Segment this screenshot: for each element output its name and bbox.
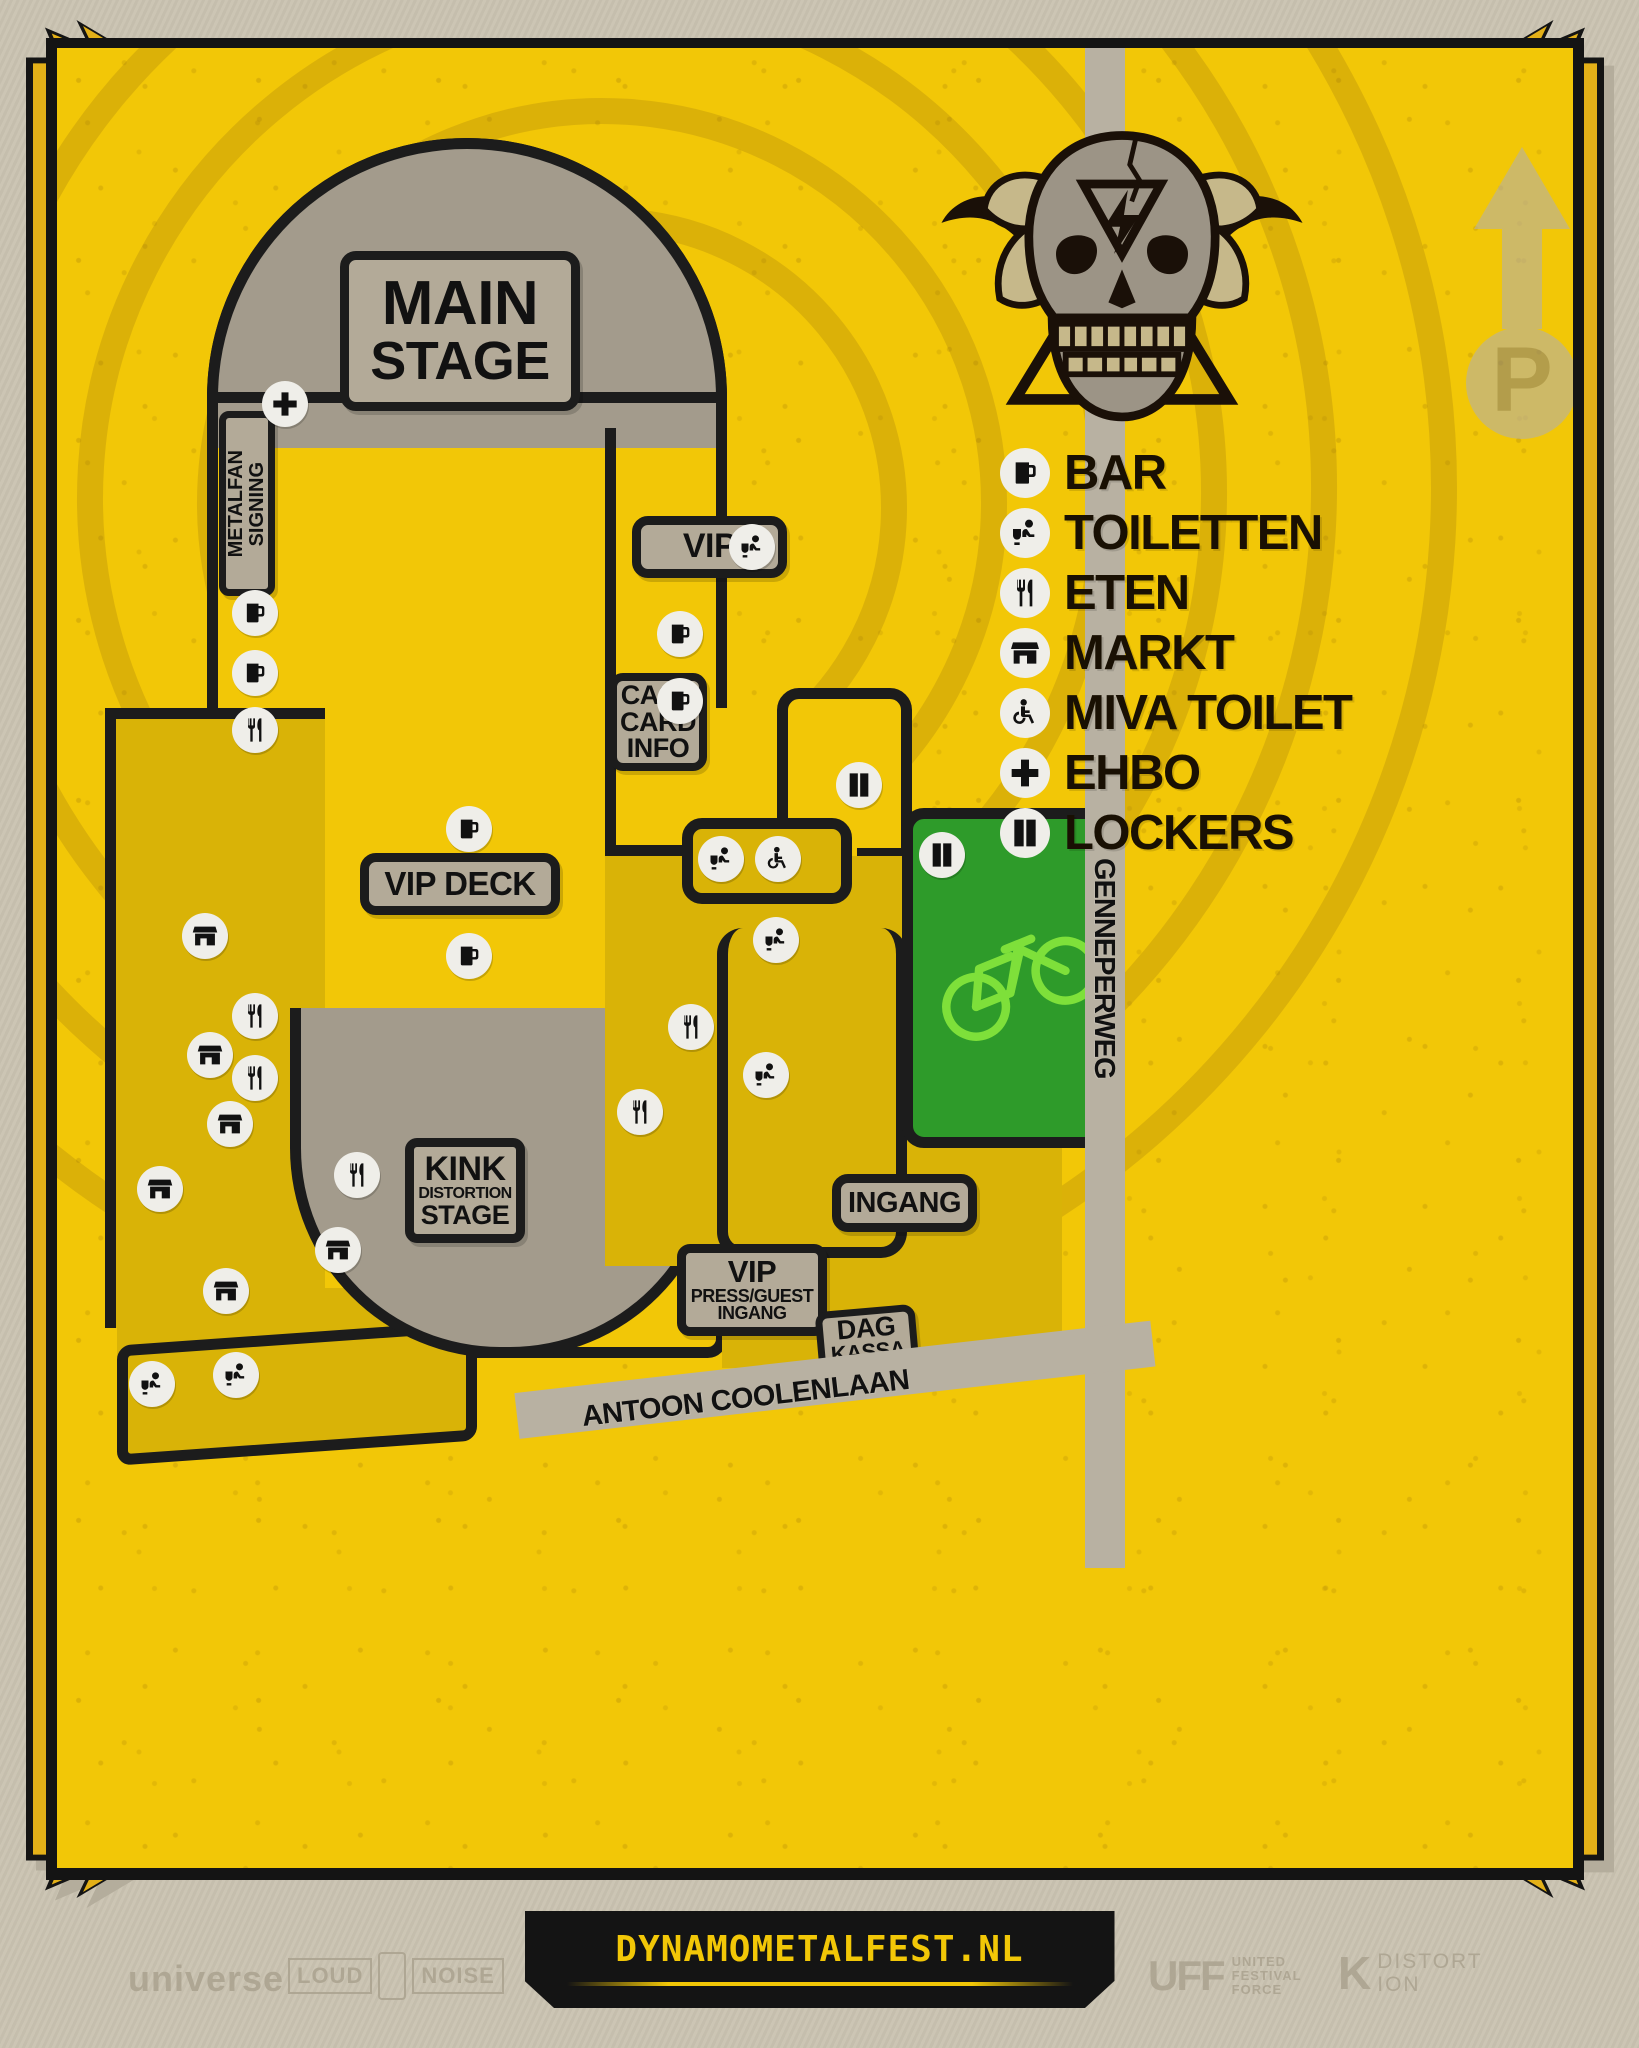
ingang-label: INGANG xyxy=(832,1174,977,1232)
legend-item-toiletten: TOILETTEN xyxy=(1000,503,1351,563)
kink-label-line3: STAGE xyxy=(420,1199,510,1230)
map-marker-toilet[interactable] xyxy=(698,836,744,882)
legend-item-miva-toilet: MIVA TOILET xyxy=(1000,683,1353,743)
dynamo-skull-logo xyxy=(941,131,1303,422)
footer-bar: universe LOUD NOISE DYNAMOMETALFEST.NL U… xyxy=(0,1898,1639,2048)
vip-deck-label: VIP DECK xyxy=(360,853,560,915)
map-legend: BAR TOILETTEN ETEN MARKT xyxy=(1000,443,1353,863)
central-corridor xyxy=(605,428,616,758)
map-marker-ehbo[interactable] xyxy=(262,381,308,427)
map-marker-markt[interactable] xyxy=(315,1227,361,1273)
legend-item-ehbo: EHBO xyxy=(1000,743,1351,803)
uff-line3: FORCE xyxy=(1231,1981,1283,1997)
main-stage-label-line1: MAIN xyxy=(381,269,539,339)
legend-label-toiletten: TOILETTEN xyxy=(1064,506,1323,560)
main-stage-label: MAIN STAGE xyxy=(340,251,580,411)
kink-label-line2: DISTORTION xyxy=(418,1185,512,1203)
legend-item-markt: MARKT xyxy=(1000,623,1351,683)
vip-entrance-line3: INGANG xyxy=(717,1303,788,1324)
metalfan-signing-text: METALFAN SIGNING xyxy=(225,449,268,558)
map-marker-eten[interactable] xyxy=(668,1004,714,1050)
cash-line3: INFO xyxy=(626,733,690,764)
map-marker-toilet[interactable] xyxy=(129,1361,175,1407)
map-marker-bar[interactable] xyxy=(446,806,492,852)
map-marker-toilet[interactable] xyxy=(753,917,799,963)
uff-abbr: UFF xyxy=(1148,1952,1226,1999)
map-marker-bar[interactable] xyxy=(446,933,492,979)
vip-press-guest-entrance-label: VIP PRESS/GUEST INGANG xyxy=(677,1244,827,1336)
loud-noise-left: LOUD xyxy=(288,1958,373,1994)
map-marker-bar[interactable] xyxy=(657,678,703,724)
distortion-line1: DISTORT xyxy=(1377,1949,1483,1973)
parking-letter: P xyxy=(1491,329,1552,431)
map-marker-miva-toilet[interactable] xyxy=(755,836,801,882)
sponsor-loud-noise: LOUD NOISE xyxy=(288,1952,504,2000)
vip-deck-text: VIP DECK xyxy=(384,864,536,902)
legend-label-miva-toilet: MIVA TOILET xyxy=(1064,686,1353,740)
map-marker-bar[interactable] xyxy=(232,590,278,636)
map-marker-eten[interactable] xyxy=(232,707,278,753)
sponsor-universe: universe xyxy=(128,1958,284,2000)
market-stall-icon xyxy=(1000,628,1050,678)
map-marker-markt[interactable] xyxy=(137,1166,183,1212)
plus-cross-icon xyxy=(1000,748,1050,798)
sponsor-uff: UFF UNITED FESTIVAL FORCE xyxy=(1148,1952,1302,2000)
legend-item-eten: ETEN xyxy=(1000,563,1351,623)
website-banner[interactable]: DYNAMOMETALFEST.NL xyxy=(524,1911,1115,2008)
map-marker-markt[interactable] xyxy=(182,913,228,959)
legend-label-bar: BAR xyxy=(1064,446,1167,500)
vip-entrance-line2: PRESS/GUEST xyxy=(690,1285,814,1306)
loud-noise-emblem-icon xyxy=(378,1952,407,2000)
ingang-text: INGANG xyxy=(848,1186,962,1219)
distortion-line2: ION xyxy=(1377,1973,1421,1996)
map-marker-bar[interactable] xyxy=(232,650,278,696)
lockers-icon xyxy=(1000,808,1050,858)
website-underline xyxy=(566,1982,1073,1986)
map-marker-eten[interactable] xyxy=(232,993,278,1039)
map-marker-lockers[interactable] xyxy=(836,762,882,808)
map-marker-bar[interactable] xyxy=(657,611,703,657)
website-url: DYNAMOMETALFEST.NL xyxy=(615,1929,1024,1970)
legend-label-ehbo: EHBO xyxy=(1064,746,1201,800)
toilet-icon xyxy=(1000,508,1050,558)
map-marker-lockers[interactable] xyxy=(919,832,965,878)
kink-distortion-stage-label: KINK DISTORTION STAGE xyxy=(405,1138,525,1243)
map-canvas: MAIN STAGE METALFAN SIGNING MERCH VIP DE… xyxy=(57,48,1573,1868)
map-marker-toilet[interactable] xyxy=(213,1352,259,1398)
parking-sign: P xyxy=(1452,143,1573,443)
entrance-path xyxy=(717,928,907,1258)
wheelchair-icon xyxy=(1000,688,1050,738)
map-marker-toilet[interactable] xyxy=(743,1052,789,1098)
map-marker-eten[interactable] xyxy=(617,1089,663,1135)
map-marker-eten[interactable] xyxy=(232,1055,278,1101)
uff-line2: FESTIVAL xyxy=(1231,1968,1302,1984)
map-marker-markt[interactable] xyxy=(207,1101,253,1147)
vip-entrance-line1: VIP xyxy=(727,1254,777,1290)
vip-text: VIP xyxy=(682,527,737,566)
legend-item-lockers: LOCKERS xyxy=(1000,803,1351,863)
sponsor-distortion: K DISTORT ION xyxy=(1338,1946,1483,2000)
genneperweg-label: GENNEPERWEG xyxy=(1088,858,1120,1079)
main-stage-label-line2: STAGE xyxy=(370,330,550,391)
distortion-k-icon: K xyxy=(1338,1947,1372,1999)
map-marker-markt[interactable] xyxy=(187,1032,233,1078)
legend-item-bar: BAR xyxy=(1000,443,1351,503)
map-marker-vip-toilet[interactable] xyxy=(729,524,775,570)
loud-noise-right: NOISE xyxy=(412,1958,504,1994)
legend-label-eten: ETEN xyxy=(1064,566,1190,620)
west-field-area xyxy=(105,708,325,1328)
uff-line1: UNITED xyxy=(1231,1954,1287,1970)
cutlery-icon xyxy=(1000,568,1050,618)
metalfan-signing-label: METALFAN SIGNING xyxy=(219,411,275,596)
kink-label-line1: KINK xyxy=(424,1149,506,1188)
legend-label-markt: MARKT xyxy=(1064,626,1235,680)
map-marker-eten[interactable] xyxy=(334,1152,380,1198)
sponsor-universe-text: universe xyxy=(128,1958,285,1999)
legend-label-lockers: LOCKERS xyxy=(1064,806,1295,860)
map-marker-markt[interactable] xyxy=(203,1268,249,1314)
beer-mug-icon xyxy=(1000,448,1050,498)
